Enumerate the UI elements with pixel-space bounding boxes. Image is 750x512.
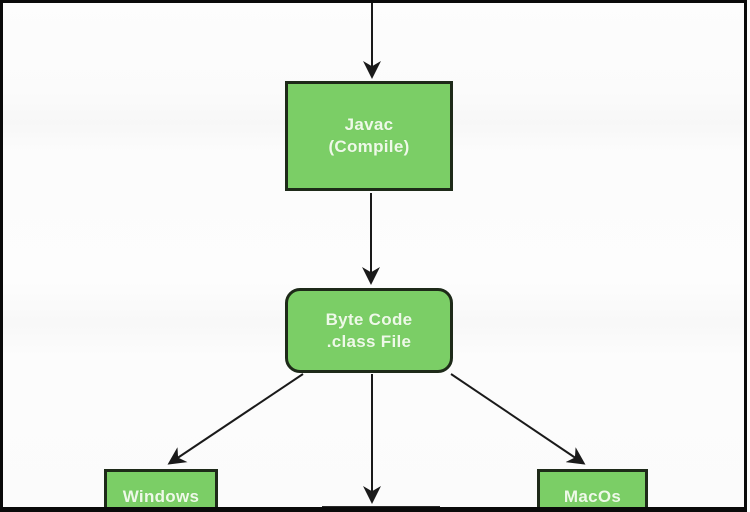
edge-bytecode-to-macos: [450, 373, 586, 465]
letterbox-bar-right: [744, 0, 747, 512]
node-macos: MacOs: [537, 469, 648, 512]
node-javac-label-line2: (Compile): [328, 137, 410, 156]
node-javac-label-line1: Javac: [344, 115, 394, 134]
letterbox-bar-bottom: [0, 507, 750, 512]
letterbox-bar-left: [0, 0, 3, 512]
node-bytecode: Byte Code .class File: [285, 288, 453, 373]
node-javac: Javac (Compile): [285, 81, 453, 191]
node-windows: Windows: [104, 469, 218, 512]
node-windows-label: Windows: [122, 486, 200, 506]
edge-bytecode-to-windows: [167, 373, 304, 465]
right-edge-sliver: [747, 0, 750, 512]
node-macos-label: MacOs: [563, 486, 622, 506]
node-bytecode-label-line1: Byte Code: [325, 309, 413, 329]
node-bytecode-label-line2: .class File: [326, 331, 412, 351]
letterbox-bar-top: [0, 0, 750, 3]
